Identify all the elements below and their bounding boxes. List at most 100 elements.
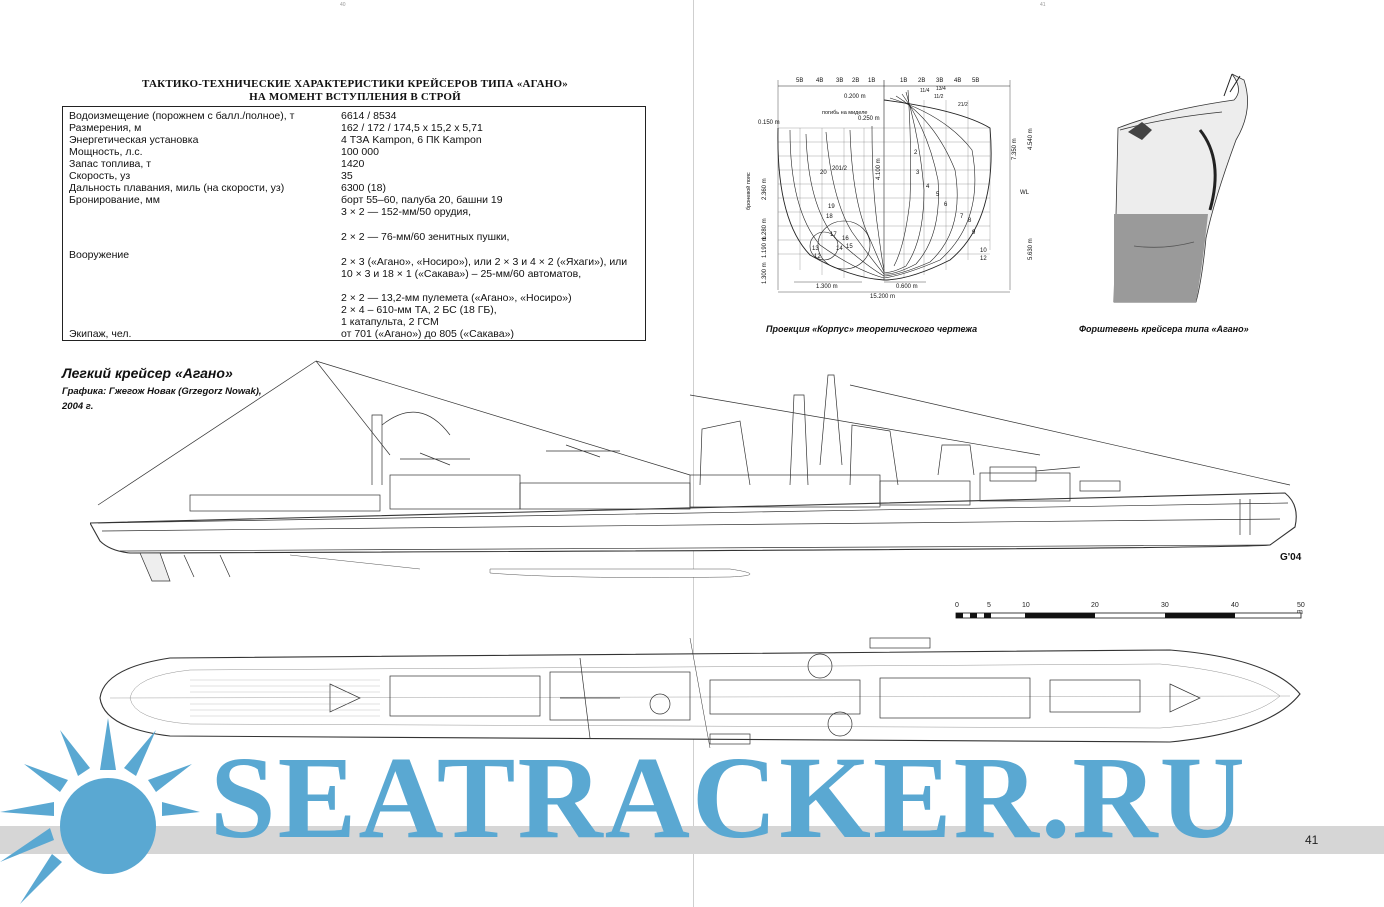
frame-number: 2 [914,150,918,156]
frame-number: 9 [972,230,976,236]
plan-view-drawing [99,637,1301,749]
frame-number: 10 [980,248,987,254]
frame-number: 5 [936,192,940,198]
frame-number: 201/2 [832,166,848,172]
drawing-credit-line1: Графика: Гжегож Новак (Grzegorz Nowak), [62,386,262,397]
spec-key: Запас топлива, т [69,158,152,170]
body-plan-top-label: 4В [954,78,961,84]
body-plan-top-label: 2В [918,78,925,84]
spec-table-title: ТАКТИКО-ТЕХНИЧЕСКИЕ ХАРАКТЕРИСТИКИ КРЕЙС… [40,78,670,104]
stem-caption: Форштевень крейсера типа «Агано» [1079,324,1249,334]
spec-key: Скорость, уз [69,170,131,182]
dim-label: 2.360 m [762,178,768,200]
crew-key: Экипаж, чел. [69,328,132,340]
watermark-sun-logo [0,718,200,904]
frame-number: 7 [960,214,964,220]
body-plan-drawing: 5В 4В 3В 2В 1В 1В 2В 3В 4В 5В 0.200 m по… [745,78,1034,300]
wl-label: WL [1020,190,1030,196]
spec-key: Водоизмещение (порожнем с балл./полное),… [69,110,295,122]
spec-value: 1420 [341,158,365,170]
page-spine [693,0,694,907]
scale-tick-label: 5 [987,602,991,609]
armament-line: 3 × 2 — 152-мм/50 орудия, [341,206,472,218]
scale-bar-graphic [955,612,1302,619]
frame-number: 21/2 [958,102,968,108]
spec-table: Водоизмещение (порожнем с балл./полное),… [62,106,646,341]
body-plan-top-label: 3В [936,78,943,84]
scale-tick-label: 50 m [1297,602,1305,616]
body-plan-caption: Проекция «Корпус» теоретического чертежа [766,324,978,334]
frame-number: 14 [836,246,843,252]
frame-number: 12 [814,254,821,260]
scale-bar: 0 5 10 20 30 40 50 m [955,600,1305,626]
page-number-right: 41 [1305,833,1319,847]
dim-label: погибь на миделе [822,110,868,116]
dim-label: 1.300 m [762,262,768,284]
frame-number: 17 [830,232,837,238]
dim-label: 5.630 m [1028,238,1034,260]
armament-line: 10 × 3 и 18 × 1 («Сакава») – 25-мм/60 ав… [341,268,582,280]
dim-label: 1.190 m [762,236,768,258]
spec-key: Энергетическая установка [69,134,199,146]
frame-number: 13 [812,246,819,252]
frame-number: 19 [828,204,835,210]
spec-value: 4 ТЗА Kampon, 6 ПК Kampon [341,134,482,146]
frame-number: 11/4 [920,88,930,94]
belt-label: броневой пояс [745,172,752,210]
frame-number: 11/2 [934,94,944,100]
frame-number: 15 [846,244,853,250]
dim-label: 7.350 m [1012,138,1018,160]
dim-label: 0.250 m [858,116,880,122]
spec-value: 6614 / 8534 [341,110,397,122]
armament-line: 2 × 2 — 76-мм/60 зенитных пушки, [341,231,510,243]
scale-tick-label: 30 [1161,602,1169,609]
body-plan-top-label: 1В [868,78,875,84]
dim-label: 4.540 m [1028,128,1034,150]
scale-tick-label: 20 [1091,602,1099,609]
header-page-right: 41 [1040,2,1046,8]
body-plan-top-label: 1В [900,78,907,84]
dim-label: 1.300 m [816,284,838,290]
side-profile-drawing: G'04 [90,360,1302,582]
spec-value: 6300 (18) [341,182,386,194]
scale-tick-label: 40 [1231,602,1239,609]
armament-line: 1 катапульта, 2 ГСМ [341,316,439,328]
frame-number: 16 [842,236,849,242]
drawing-credit: Графика: Гжегож Новак (Grzegorz Nowak), … [62,384,262,414]
spec-table-title-line2: НА МОМЕНТ ВСТУПЛЕНИЯ В СТРОЙ [249,91,461,103]
frame-number: 4 [926,184,930,190]
spec-table-title-line1: ТАКТИКО-ТЕХНИЧЕСКИЕ ХАРАКТЕРИСТИКИ КРЕЙС… [142,78,568,90]
armament-line: 2 × 4 – 610-мм ТА, 2 БС (18 ГБ), [341,304,497,316]
armament-line: 2 × 2 — 13,2-мм пулемета («Агано», «Носи… [341,292,572,304]
dim-label: 0.600 m [896,284,918,290]
spec-value: 100 000 [341,146,379,158]
dim-label: 0.150 m [758,120,780,126]
body-plan-top-label: 2В [852,78,859,84]
stem-drawing [1104,70,1264,310]
spec-key: Размерения, м [69,122,142,134]
header-page-left: 40 [340,2,346,8]
spec-value: борт 55–60, палуба 20, башни 19 [341,194,503,206]
crew-value: от 701 («Агано») до 805 («Сакава») [341,328,514,340]
frame-number: 12 [980,256,987,262]
dim-label: 1.280 m [762,218,768,240]
body-plan-top-label: 5В [972,78,979,84]
scale-tick-label: 10 [1022,602,1030,609]
drawing-signature: G'04 [1280,552,1302,563]
body-plan-top-label: 5В [796,78,803,84]
spec-value: 35 [341,170,353,182]
armament-key: Вооружение [69,249,130,261]
spec-key: Бронирование, мм [69,194,160,206]
dim-label: 0.200 m [844,94,866,100]
spec-value: 162 / 172 / 174,5 х 15,2 х 5,71 [341,122,483,134]
body-plan-top-label: 3В [836,78,843,84]
drawing-credit-line2: 2004 г. [62,401,94,412]
spec-key: Дальность плавания, миль (на скорости, у… [69,182,285,194]
frame-number: 20 [820,170,827,176]
scale-tick-label: 0 [955,602,959,609]
frame-number: 8 [968,218,972,224]
spec-key: Мощность, л.с. [69,146,143,158]
dim-label: 4.100 m [876,158,882,180]
frame-number: 6 [944,202,948,208]
dim-label: 15.200 m [870,294,895,300]
